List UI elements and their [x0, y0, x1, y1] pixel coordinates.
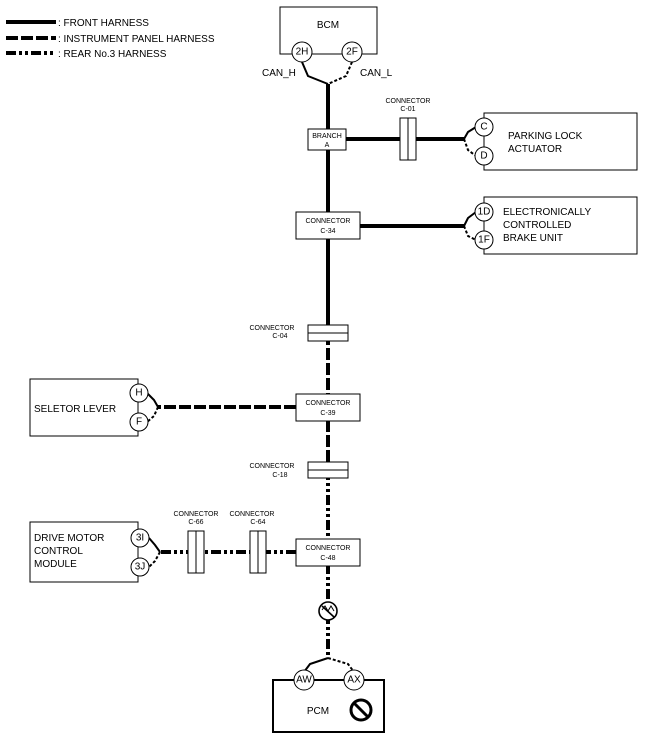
c39-line1: CONNECTOR: [306, 400, 351, 407]
pcm-box: [272, 679, 385, 733]
selector-lever-label: SELETOR LEVER: [34, 404, 116, 415]
c39-line2: C-39: [320, 410, 335, 417]
dmcm-stub-3j: [148, 551, 161, 568]
ecbu-line2: CONTROLLED: [503, 220, 571, 231]
dmcm-line2: CONTROL: [34, 546, 83, 557]
branch-a: BRANCH A: [307, 128, 347, 151]
branch-a-box: [307, 128, 347, 151]
c66-line2: C-66: [188, 519, 203, 526]
bcm-pin-2h: [291, 41, 313, 63]
c01-line2: C-01: [400, 106, 415, 113]
c48-box: [295, 538, 361, 567]
pcm-pin-ax: [343, 669, 365, 691]
pcm-pin-aw-label: AW: [296, 675, 312, 686]
parking-lock-box: [483, 112, 638, 171]
legend: : FRONT HARNESS : INSTRUMENT PANEL HARNE…: [6, 18, 215, 60]
selector-stub-f: [146, 406, 159, 423]
c64-line2: C-64: [250, 519, 265, 526]
parking-pin-c-label: C: [480, 122, 487, 133]
dmcm-line3: MODULE: [34, 559, 77, 570]
selector-lever-box: [29, 378, 139, 437]
dmcm-pin-3j-label: 3J: [135, 562, 146, 573]
ecbu-stub-1d: [463, 211, 477, 227]
c04-line2: C-04: [272, 333, 287, 340]
pcm-stub-ax: [327, 657, 355, 673]
c64-line1: CONNECTOR: [230, 511, 275, 518]
drive-motor-control-module: DRIVE MOTOR CONTROL MODULE 3I 3J: [29, 521, 150, 583]
parking-stub-c: [463, 126, 477, 140]
parking-pin-c: [474, 117, 494, 137]
branch-a-line2: A: [325, 142, 330, 149]
bcm-title: BCM: [317, 20, 339, 31]
c39-box: [295, 393, 361, 422]
selector-pin-f-label: F: [136, 417, 142, 428]
parking-lock-actuator: PARKING LOCK ACTUATOR C D: [474, 112, 638, 171]
c66-line1: CONNECTOR: [174, 511, 219, 518]
parking-lock-line2: ACTUATOR: [508, 144, 562, 155]
bcm-pin-2f: [341, 41, 363, 63]
bcm-pin-2f-label: 2F: [346, 47, 358, 58]
ecbu-box: [483, 196, 638, 255]
c04-line1: CONNECTOR: [250, 325, 295, 332]
terminator-resistor-icon: [318, 601, 338, 621]
ecbu-line3: BRAKE UNIT: [503, 233, 563, 244]
connector-c01: CONNECTOR C-01: [386, 98, 431, 161]
ecbu-pin-1f-label: 1F: [478, 235, 490, 246]
connector-c34: CONNECTOR C-34: [295, 211, 361, 240]
selector-lever: SELETOR LEVER H F: [29, 378, 149, 437]
c01-line1: CONNECTOR: [386, 98, 431, 105]
selector-stub-h: [146, 392, 159, 408]
connector-c66: CONNECTOR C-66: [174, 511, 219, 574]
parking-stub-d: [463, 138, 477, 157]
legend-front-label: : FRONT HARNESS: [58, 18, 149, 29]
can-h-label: CAN_H: [262, 68, 296, 79]
prohibition-icon: [349, 698, 373, 722]
c18-line2: C-18: [272, 472, 287, 479]
parking-pin-d-label: D: [480, 151, 487, 162]
pcm-pin-aw: [293, 669, 315, 691]
parking-lock-line1: PARKING LOCK: [508, 131, 583, 142]
ecbu-pin-1f: [474, 230, 494, 250]
c48-line1: CONNECTOR: [306, 545, 351, 552]
selector-pin-h: [129, 383, 149, 403]
selector-pin-h-label: H: [135, 388, 142, 399]
c18-line1: CONNECTOR: [250, 463, 295, 470]
dmcm-pin-3i-label: 3I: [136, 533, 144, 544]
bcm-pin-2h-label: 2H: [296, 47, 309, 58]
branch-a-line1: BRANCH: [312, 133, 342, 140]
legend-panel-label: : INSTRUMENT PANEL HARNESS: [58, 34, 215, 45]
ecbu-line1: ELECTRONICALLY: [503, 207, 592, 218]
legend-rear-label: : REAR No.3 HARNESS: [58, 49, 167, 60]
connector-c18: CONNECTOR C-18: [250, 461, 349, 479]
connector-c48: CONNECTOR C-48: [295, 538, 361, 567]
dmcm-stub-3i: [148, 537, 161, 553]
dmcm-pin-3i: [130, 528, 150, 548]
connector-c64: CONNECTOR C-64: [230, 511, 275, 574]
pcm-module: PCM AW AX: [272, 669, 385, 733]
pcm-title: PCM: [307, 706, 329, 717]
ecbu-module: ELECTRONICALLY CONTROLLED BRAKE UNIT 1D …: [474, 196, 638, 255]
pcm-stub-aw: [303, 657, 329, 673]
parking-pin-d: [474, 146, 494, 166]
can-l-label: CAN_L: [360, 68, 393, 79]
can-l-stub: [327, 61, 353, 85]
ecbu-pin-1d: [474, 202, 494, 222]
connector-c39: CONNECTOR C-39: [295, 393, 361, 422]
ecbu-pin-1d-label: 1D: [478, 207, 491, 218]
dmcm-pin-3j: [130, 557, 150, 577]
dmcm-box: [29, 521, 139, 583]
c34-line1: CONNECTOR: [306, 218, 351, 225]
ecbu-stub-1f: [463, 225, 477, 241]
can-h-stub: [301, 61, 329, 85]
c34-line2: C-34: [320, 228, 335, 235]
selector-pin-f: [129, 412, 149, 432]
c34-box: [295, 211, 361, 240]
connector-c04: CONNECTOR C-04: [250, 324, 349, 342]
pcm-pin-ax-label: AX: [347, 675, 361, 686]
c48-line2: C-48: [320, 555, 335, 562]
dmcm-line1: DRIVE MOTOR: [34, 533, 104, 544]
bcm-module: BCM 2H 2F CAN_H CAN_L: [262, 6, 393, 79]
